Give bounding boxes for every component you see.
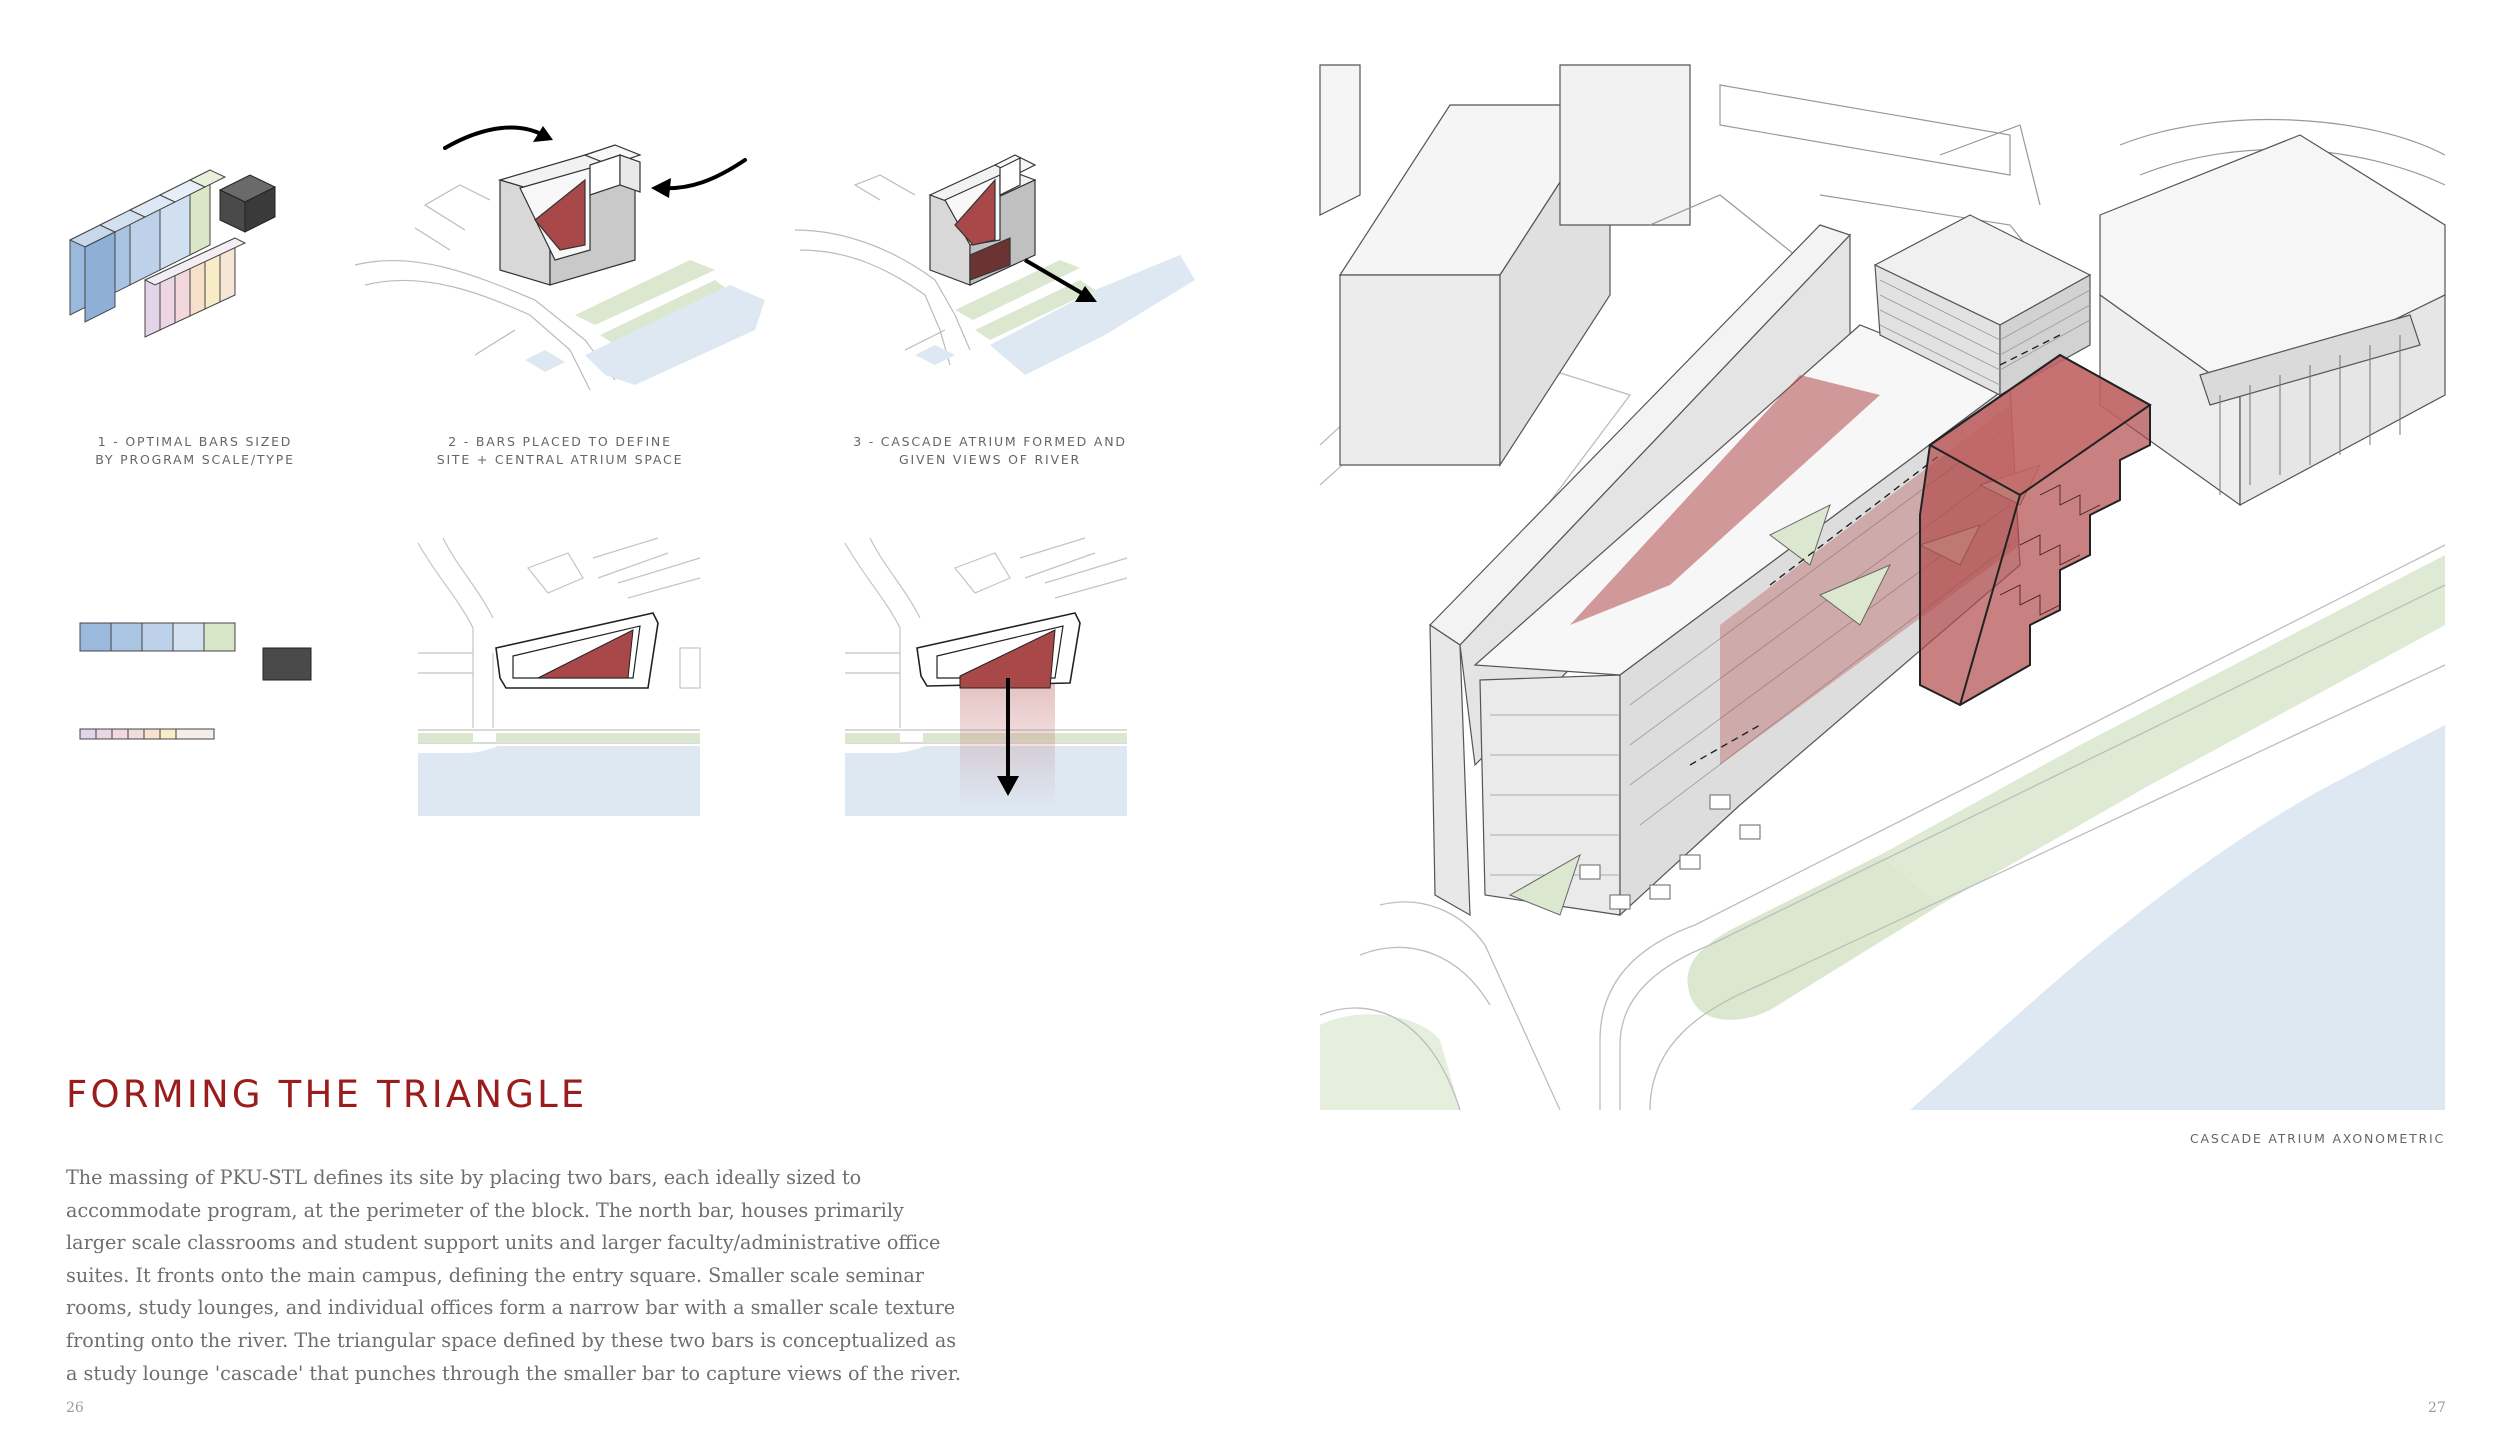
diagram-step3-plan bbox=[844, 537, 1128, 816]
diagram-step3-iso bbox=[794, 140, 1195, 390]
body-line: fronting onto the river. The triangular … bbox=[66, 1328, 957, 1352]
caption-step1: 1 - OPTIMAL BARS SIZED BY PROGRAM SCALE/… bbox=[80, 433, 310, 469]
body-line: rooms, study lounges, and individual off… bbox=[66, 1296, 956, 1320]
caption-step1-line1: 1 - OPTIMAL BARS SIZED bbox=[97, 434, 293, 449]
caption-step2: 2 - BARS PLACED TO DEFINE SITE + CENTRAL… bbox=[425, 433, 695, 469]
body-line: larger scale classrooms and student supp… bbox=[66, 1231, 941, 1255]
caption-step3-line1: 3 - CASCADE ATRIUM FORMED AND bbox=[853, 434, 1127, 449]
diagram-step2-plan bbox=[417, 537, 701, 816]
body-line: The massing of PKU-STL defines its site … bbox=[66, 1166, 862, 1189]
diagram-step2-iso bbox=[354, 100, 765, 391]
axonometric-caption: CASCADE ATRIUM AXONOMETRIC bbox=[2189, 1131, 2445, 1146]
caption-step2-line2: SITE + CENTRAL ATRIUM SPACE bbox=[436, 452, 684, 467]
cascade-atrium-axonometric bbox=[1319, 64, 2446, 1111]
right-page-number: 27 bbox=[2428, 1400, 2446, 1416]
body-line: suites. It fronts onto the main campus, … bbox=[66, 1263, 924, 1287]
caption-step3: 3 - CASCADE ATRIUM FORMED AND GIVEN VIEW… bbox=[840, 433, 1140, 469]
caption-step1-line2: BY PROGRAM SCALE/TYPE bbox=[95, 452, 295, 467]
body-line: a study lounge 'cascade' that punches th… bbox=[66, 1361, 961, 1385]
left-page-number: 26 bbox=[66, 1400, 84, 1416]
diagram-step1-iso bbox=[60, 150, 300, 350]
caption-step2-line1: 2 - BARS PLACED TO DEFINE bbox=[448, 434, 672, 449]
caption-step3-line2: GIVEN VIEWS OF RIVER bbox=[898, 452, 1082, 467]
page-title: FORMING THE TRIANGLE bbox=[66, 1073, 588, 1116]
body-line: accommodate program, at the perimeter of… bbox=[66, 1198, 904, 1222]
diagram-step1-plan bbox=[78, 615, 328, 745]
body-paragraph: The massing of PKU-STL defines its site … bbox=[66, 1162, 961, 1390]
